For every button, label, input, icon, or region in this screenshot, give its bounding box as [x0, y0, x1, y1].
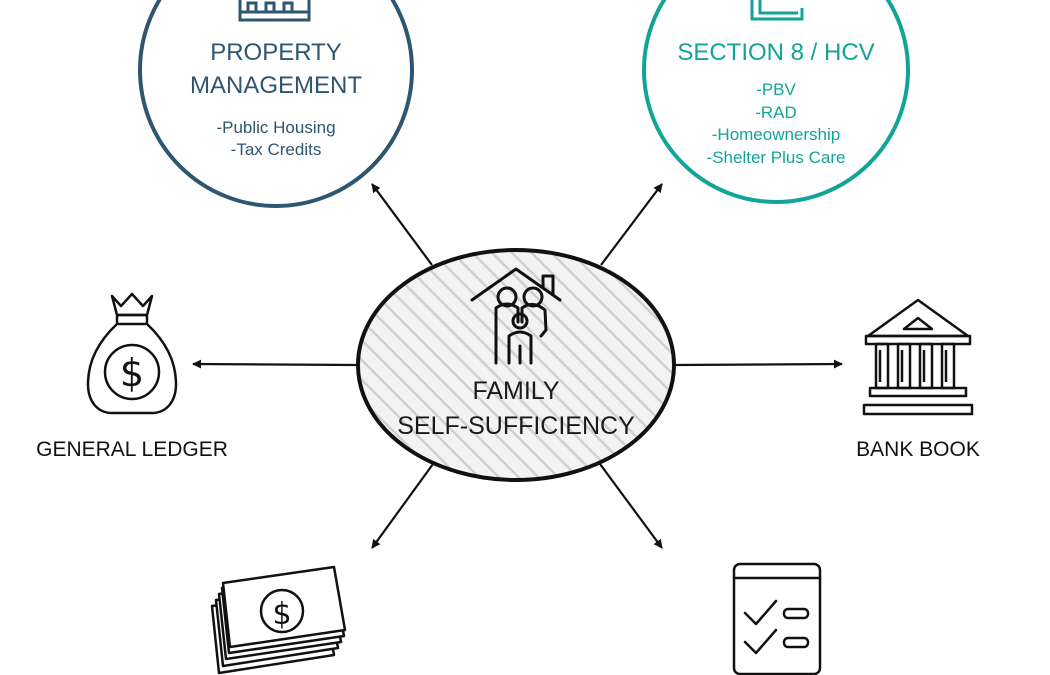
apartment-building-icon: [238, 0, 311, 22]
housing-building-icon: [750, 0, 804, 21]
property-management-title: PROPERTY MANAGEMENT: [150, 36, 402, 102]
svg-text:$: $: [272, 597, 291, 632]
property-management-title-line: PROPERTY: [210, 39, 342, 66]
section8-item: -Shelter Plus Care: [706, 147, 846, 167]
property-management-item: -Tax Credits: [230, 140, 322, 159]
property-management-item: -Public Housing: [216, 118, 336, 137]
arrow-to-bank-book: [675, 359, 843, 369]
arrow-to-section8: [600, 183, 663, 266]
arrow-to-general-ledger: [192, 359, 358, 369]
section8-title: SECTION 8 / HCV: [677, 39, 875, 66]
section8-item: -RAD: [755, 102, 797, 122]
section8-circle: [642, 0, 910, 204]
money-bag-icon: $: [86, 292, 178, 415]
fss-title-line: FAMILY: [472, 377, 560, 405]
arrow-to-cash-stack: [371, 463, 434, 549]
arrow-to-property-management: [371, 183, 433, 266]
section8-item: -Homeownership: [711, 125, 841, 144]
property-management-title-line: MANAGEMENT: [189, 72, 362, 99]
family-self-sufficiency-title: FAMILY SELF-SUFFICIENCY: [380, 374, 652, 444]
property-management-circle: [138, 0, 414, 208]
section8-item: -PBV: [756, 80, 796, 99]
bank-book-label: BANK BOOK: [856, 438, 980, 461]
property-management-items: -Public Housing -Tax Credits: [150, 117, 402, 161]
svg-text:$: $: [120, 351, 144, 395]
fss-title-line: SELF-SUFFICIENCY: [397, 412, 635, 440]
family-house-icon: [470, 267, 562, 365]
general-ledger-label: GENERAL LEDGER: [36, 438, 228, 461]
cash-stack-icon: $: [210, 565, 347, 675]
family-self-sufficiency-ellipse: [356, 248, 676, 482]
arrow-to-checklist: [599, 463, 663, 549]
checklist-icon: [732, 562, 822, 675]
bank-building-icon: [862, 298, 974, 416]
section8-items: -PBV -RAD -Homeownership -Shelter Plus C…: [652, 79, 900, 169]
